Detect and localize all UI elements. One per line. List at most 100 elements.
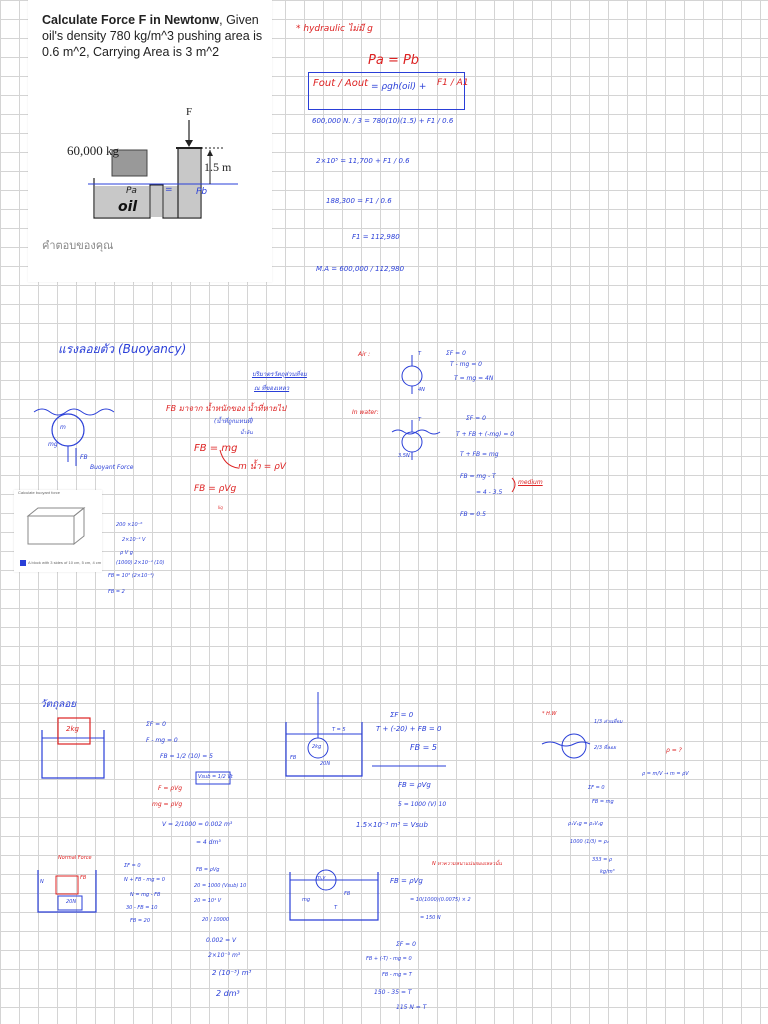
float-d4: 30 - FB = 10 (126, 905, 158, 911)
oil-label: oil (118, 199, 138, 215)
tank-3 (37, 870, 97, 913)
air-label: Air : (358, 351, 371, 358)
b-fb: FB (290, 755, 297, 761)
water-wave (33, 408, 115, 416)
hydraulic-line-3: 600,000 N. / 3 = 780(10)(1.5) + F1 / 0.6 (312, 117, 454, 125)
float-e7: 2 (10⁻³) m³ (212, 969, 252, 977)
air-eq-2: T - mg = 0 (450, 361, 482, 368)
hydraulic-pa-pb: Pa = Pb (368, 53, 420, 68)
ball-mg: mg (48, 441, 58, 448)
vsub-box (195, 771, 231, 785)
hw-6: kg/m³ (600, 869, 615, 875)
float-d1: ΣF = 0 (124, 863, 141, 869)
float-b6: 1.5×10⁻³ m³ = Vsub (356, 821, 428, 829)
force-label: F (186, 106, 193, 118)
float-e8: 2 dm³ (216, 989, 240, 998)
float-a5: mg = ρVg (152, 801, 183, 808)
float-d2: N + FB - mg = 0 (124, 877, 165, 883)
equal-sign: = (165, 185, 173, 195)
hw-frac-1: 1/3 ส่วนที่จม (594, 719, 623, 725)
pa-label: Pa (126, 186, 137, 196)
water-eq-4: FB = mg - T (460, 473, 496, 480)
float-b5: 5 = 1000 (V) 10 (398, 801, 447, 808)
air-4n: 4N (418, 387, 425, 393)
ball-m: m (60, 424, 66, 431)
float-d3: N = mg - FB (130, 892, 161, 898)
float-a6: V = 2/1000 = 0.002 m³ (162, 821, 233, 828)
f-fb: FB (344, 891, 351, 897)
m-rho-v: m น้ำ = ρV (238, 462, 286, 472)
hw-4: 1000 (1/3) = ρ₂ (570, 839, 609, 845)
float-a7: = 4 dm³ (196, 839, 221, 846)
density-note-title: N หาความหนาแน่นของเหลวนั้น (432, 861, 502, 867)
float-a1: ΣF = 0 (146, 721, 166, 728)
tank-4 (289, 872, 379, 921)
hw-rho-eq: ρ = m/V → m = ρV (642, 771, 689, 777)
tank-1 (41, 730, 105, 779)
float-e3: 20 = 10⁴ V (194, 898, 222, 904)
ball-fb: FB (80, 454, 88, 461)
water-t: T (418, 417, 422, 423)
float-b1: ΣF = 0 (390, 711, 414, 719)
question-card: Calculate Force F in Newtonw, Given oil'… (28, 0, 272, 282)
hydraulic-formula-box: Fout / Aout = ρgh(oil) + F1 / A1 (308, 72, 469, 110)
float-b2: T + (-20) + FB = 0 (376, 725, 442, 733)
hw-2: FB = mg (592, 799, 614, 805)
hydraulic-line-6: F1 = 112,980 (352, 233, 400, 241)
water-3n: 3.5N (398, 453, 410, 459)
b-t: T = 5 (332, 727, 346, 733)
block-sketch (26, 506, 86, 546)
mass-label: 60,000 kg (67, 143, 119, 158)
air-eq-1: ΣF = 0 (446, 350, 466, 357)
water-eq-3: T + FB = mg (460, 451, 499, 458)
block-2kg-label: 2kg (66, 725, 79, 733)
block-calc-4: (1000) 2×10⁻⁴ (10) (116, 560, 165, 566)
block-card-checkbox[interactable] (20, 560, 26, 566)
air-ball (401, 365, 423, 387)
block-question-card: Calculate buoyant force A block with 3 s… (14, 490, 102, 572)
float-a3: FB = 1/2 (10) = 5 (160, 753, 213, 760)
water-eq-2: T + FB + (-mg) = 0 (456, 431, 515, 438)
liq-label: liq (218, 505, 223, 510)
float-e2: 20 = 1000 (Vsub) 10 (194, 883, 247, 889)
formula-mid: = ρgh(oil) + (371, 82, 427, 92)
hydraulic-line-7: M.A = 600,000 / 112,980 (316, 265, 405, 273)
water-eq-5: = 4 - 3.5 (476, 489, 503, 496)
c-mg: 20N (66, 899, 77, 905)
hydraulic-press-diagram (88, 120, 238, 219)
hw-1: ΣF = 0 (588, 785, 605, 791)
block-2kg (57, 717, 91, 745)
b-ball: 2kg (312, 744, 322, 750)
c-fb: FB (80, 875, 87, 881)
float-g8: 115 N = T (396, 1004, 427, 1011)
air-t: T (418, 351, 422, 357)
float-g3: = 150 N (420, 915, 441, 921)
homework-tag: * H.W (542, 711, 557, 717)
hydraulic-title: * hydraulic ไม่มี g (296, 24, 373, 34)
float-e6: 2×10⁻³ m³ (208, 952, 241, 959)
water-ball (401, 431, 423, 453)
tank-2 (285, 722, 363, 777)
float-g4: ΣF = 0 (396, 941, 416, 948)
height-label: 1.5 m (204, 160, 232, 174)
hw-rho-question: ρ = ? (666, 747, 682, 754)
question-body: , Given oil's density 780 kg/m^3 pushing… (42, 13, 263, 59)
float-e5: 0.002 = V (206, 937, 237, 944)
buoyancy-title: แรงลอยตัว (Buoyancy) (58, 342, 187, 356)
block-card-caption: A block with 3 sides of 10 cm, 5 cm, 4 c… (28, 560, 102, 565)
medium-label: medium (518, 479, 543, 486)
fb-origin-paren: (น้ำที่ถูกแทนที่) (214, 418, 254, 425)
block-calc-2: 2×10⁻⁴ V (122, 537, 146, 543)
question-text: Calculate Force F in Newtonw, Given oil'… (42, 12, 270, 60)
float-g5: FB + (-T) - mg = 0 (366, 956, 412, 962)
floating-title: วัตถุลอย (40, 699, 77, 710)
hydraulic-line-4: 2×10⁵ = 11,700 + F1 / 0.6 (316, 157, 410, 165)
float-e4: 20 / 10000 (202, 917, 230, 923)
float-a4: F = ρVg (158, 785, 183, 792)
float-g2: = 10(1000)(0.0075) × 2 (410, 897, 471, 903)
answer-field[interactable]: คำตอบของคุณ (42, 240, 114, 252)
hydraulic-line-5: 188,300 = F1 / 0.6 (326, 197, 392, 205)
fb-origin: FB มาจาก น้ำหนักของ น้ำที่หายไป (166, 404, 287, 413)
